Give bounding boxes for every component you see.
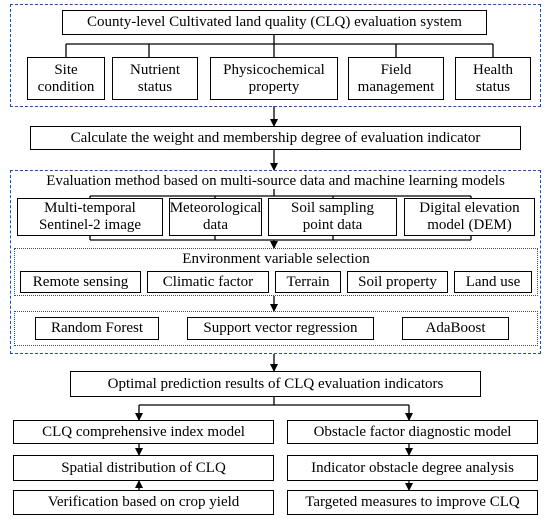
env-terrain: Terrain: [275, 271, 341, 293]
category-site-condition: Site condition: [27, 57, 105, 100]
env-climatic-factor: Climatic factor: [147, 271, 269, 293]
section1-frame: [10, 4, 541, 107]
optimal-prediction-results: Optimal prediction results of CLQ evalua…: [70, 371, 481, 397]
model-random-forest: Random Forest: [35, 317, 159, 340]
source-dem: Digital elevation model (DEM): [404, 198, 535, 236]
env-remote-sensing: Remote sensing: [20, 271, 141, 293]
env-land-use: Land use: [454, 271, 532, 293]
category-health-status: Health status: [455, 57, 531, 100]
spatial-distribution: Spatial distribution of CLQ: [13, 455, 274, 481]
category-field-management: Field management: [348, 57, 444, 100]
obstacle-diagnostic-model: Obstacle factor diagnostic model: [287, 420, 538, 444]
category-nutrient-status: Nutrient status: [112, 57, 198, 100]
obstacle-degree-analysis: Indicator obstacle degree analysis: [287, 455, 538, 481]
category-physicochemical-property: Physicochemical property: [210, 57, 338, 100]
model-svr: Support vector regression: [187, 317, 374, 340]
evaluation-method-title: Evaluation method based on multi-source …: [46, 173, 505, 189]
weight-membership-step: Calculate the weight and membership degr…: [30, 126, 521, 150]
source-meteorological: Meteorological data: [169, 198, 262, 236]
model-panel: [14, 311, 538, 346]
env-variable-panel: [14, 248, 538, 296]
verification-crop-yield: Verification based on crop yield: [13, 490, 274, 515]
env-soil-property: Soil property: [347, 271, 448, 293]
env-variable-title: Environment variable selection: [182, 251, 370, 267]
clq-system-title: County-level Cultivated land quality (CL…: [62, 10, 487, 35]
source-soil-sampling: Soil sampling point data: [268, 198, 397, 236]
section2-frame: [10, 170, 541, 354]
source-sentinel2: Multi-temporal Sentinel-2 image: [17, 198, 163, 236]
model-adaboost: AdaBoost: [402, 317, 509, 340]
clq-index-model: CLQ comprehensive index model: [13, 420, 274, 444]
targeted-measures: Targeted measures to improve CLQ: [287, 490, 538, 515]
